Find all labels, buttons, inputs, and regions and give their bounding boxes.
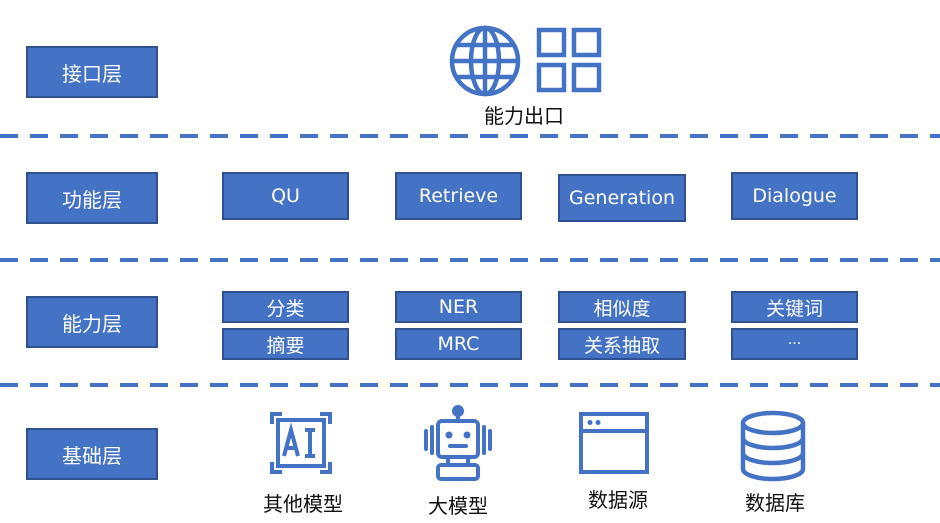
ai-chip-icon: [270, 412, 332, 474]
capability-item-ner: NER: [395, 291, 522, 323]
base-caption-database: 数据库: [745, 491, 805, 515]
function-layer-label: 功能层: [26, 172, 158, 224]
function-item-dialogue: Dialogue: [731, 172, 858, 220]
layer-divider: [0, 383, 940, 387]
capability-item-classification: 分类: [222, 291, 349, 323]
capability-item-mrc: MRC: [395, 328, 522, 360]
capability-item-relation-extraction: 关系抽取: [558, 328, 686, 360]
layer-divider: [0, 258, 940, 262]
capability-layer-label: 能力层: [26, 296, 158, 348]
robot-icon: [424, 405, 492, 481]
layer-divider: [0, 134, 940, 138]
database-icon: [740, 410, 806, 482]
base-caption-data-source: 数据源: [588, 488, 648, 512]
capability-item-keyword: 关键词: [731, 291, 858, 323]
interface-caption: 能力出口: [484, 104, 564, 128]
interface-layer-label: 接口层: [26, 46, 158, 98]
function-item-qu: QU: [222, 172, 349, 220]
capability-item-summary: 摘要: [222, 328, 349, 360]
base-caption-large-model: 大模型: [428, 494, 488, 518]
grid-icon: [536, 27, 602, 93]
base-layer-label: 基础层: [26, 428, 158, 480]
capability-item-more: ···: [731, 328, 858, 360]
function-item-generation: Generation: [558, 174, 686, 222]
browser-window-icon: [579, 412, 649, 474]
capability-item-similarity: 相似度: [558, 291, 686, 323]
base-caption-other-models: 其他模型: [263, 492, 343, 516]
globe-icon: [449, 25, 521, 97]
function-item-retrieve: Retrieve: [395, 172, 522, 220]
